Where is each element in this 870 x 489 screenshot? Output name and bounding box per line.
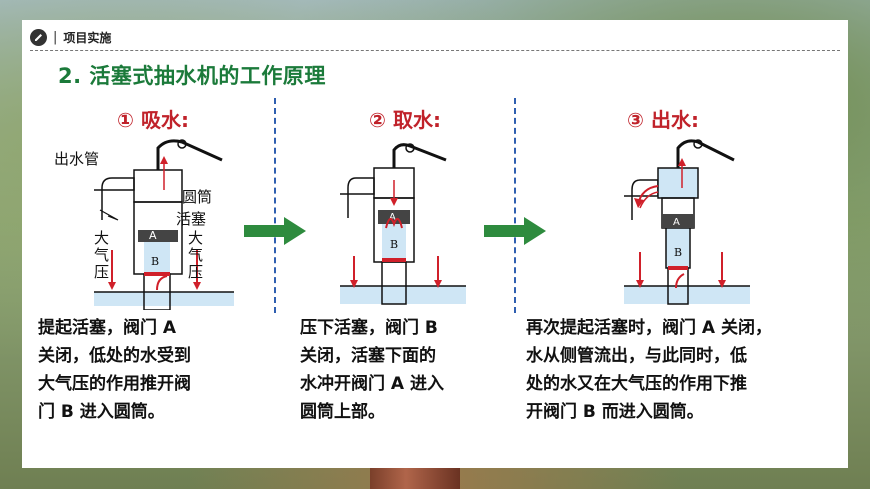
step-2-line: 压下活塞，阀门 B (300, 318, 438, 338)
pump-diagram-pressing: A B (340, 143, 466, 305)
svg-text:B: B (674, 246, 682, 259)
pump-diagram-outflow: A B (624, 139, 750, 305)
step-3-description: 再次提起活塞时，阀门 A 关闭， 水从侧管流出，与此同时，低 处的水又在大气压的… (526, 314, 842, 426)
right-arrow-icon (244, 217, 306, 245)
header-divider (30, 50, 840, 51)
step-1-line: 门 B 进入圆筒。 (38, 402, 165, 422)
step-3-line: 处的水又在大气压的作用下推 (526, 374, 747, 394)
step-3-line: 开阀门 B 而进入圆筒。 (526, 402, 704, 422)
label-cylinder: 圆筒 (182, 188, 213, 206)
step-2-line: 圆筒上部。 (300, 402, 385, 422)
step-1-line: 关闭，低处的水受到 (38, 346, 191, 366)
pencil-icon (30, 28, 47, 46)
right-arrow-icon (484, 217, 546, 245)
step-1-title: ① 吸水: (117, 108, 189, 132)
header-separator: | (53, 29, 58, 45)
step-1-line: 大气压的作用推开阀 (38, 374, 191, 394)
step-1-description: 提起活塞，阀门 A 关闭，低处的水受到 大气压的作用推开阀 门 B 进入圆筒。 (38, 314, 264, 426)
svg-text:B: B (390, 238, 398, 251)
svg-text:A: A (149, 229, 157, 242)
separator-1 (274, 98, 276, 313)
slide-card: | 项目实施 2. 活塞式抽水机的工作原理 ① 吸水: ② 取水: ③ 出水: … (22, 20, 848, 468)
label-outlet-pipe: 出水管 (54, 150, 100, 168)
slide-header: | 项目实施 (30, 25, 111, 49)
step-2-title: ② 取水: (369, 108, 441, 132)
label-atm-right: 大气压 (188, 229, 204, 281)
separator-2 (514, 98, 516, 313)
step-2-description: 压下活塞，阀门 B 关闭，活塞下面的 水冲开阀门 A 进入 圆筒上部。 (300, 314, 506, 426)
page-title: 2. 活塞式抽水机的工作原理 (58, 64, 326, 88)
svg-text:A: A (673, 217, 680, 228)
label-piston: 活塞 (176, 210, 207, 228)
section-label: 项目实施 (63, 30, 112, 45)
step-1-line: 提起活塞，阀门 A (38, 318, 177, 338)
pump-diagram-suction: A B (94, 139, 234, 310)
step-2-line: 水冲开阀门 A 进入 (300, 374, 444, 394)
step-2-line: 关闭，活塞下面的 (300, 346, 436, 366)
step-3-line: 再次提起活塞时，阀门 A 关闭， (526, 318, 772, 338)
label-atm-left: 大气压 (94, 229, 110, 281)
step-3-title: ③ 出水: (627, 108, 699, 132)
step-3-line: 水从侧管流出，与此同时，低 (526, 346, 747, 366)
svg-text:B: B (151, 255, 159, 268)
svg-text:A: A (389, 212, 396, 223)
